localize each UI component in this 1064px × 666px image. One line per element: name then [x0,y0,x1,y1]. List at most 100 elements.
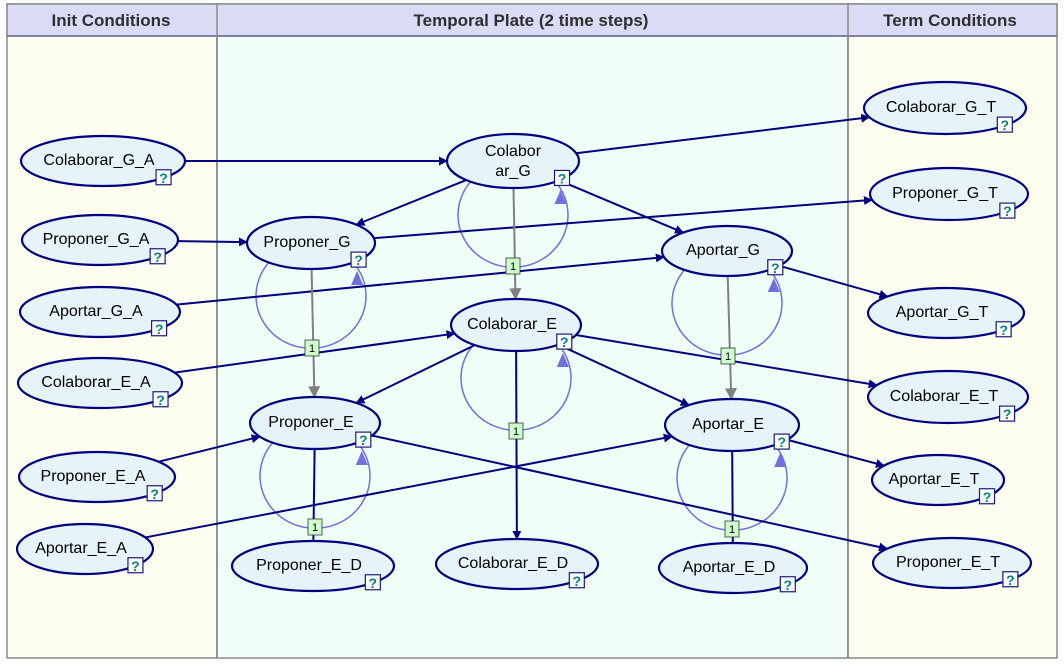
arc-proponer-g-to-proponer-e[interactable] [308,268,321,399]
node-ellipse [868,166,1030,222]
node-ellipse [871,536,1033,590]
node-colaborar-e-a[interactable]: Colaborar_E_A? [16,356,184,410]
node-proponer-e-t[interactable]: Proponer_E_T? [871,536,1033,590]
node-status-icon[interactable]: ? [350,251,367,268]
node-proponer-e-d[interactable]: Proponer_E_D? [230,539,396,593]
node-label: Aportar_E [692,416,764,433]
node-colaborar-g-t[interactable]: Colaborar_G_T? [862,80,1028,136]
question-mark-icon: ? [369,575,378,591]
node-status-icon[interactable]: ? [773,433,790,450]
arc-colaborar-g-to-proponer-g[interactable] [355,179,467,226]
node-proponer-e[interactable]: Proponer_E? [248,395,382,451]
node-proponer-g[interactable]: Proponer_G? [245,215,377,271]
node-ellipse [245,215,377,271]
node-aportar-e[interactable]: Aportar_E? [663,397,801,453]
node-proponer-g-a[interactable]: Proponer_G_A? [20,213,180,267]
node-aportar-e-d[interactable]: Aportar_E_D? [657,541,809,595]
arc-aportar-g-to-aportar-g-t[interactable] [779,264,889,299]
node-aportar-e-a[interactable]: Aportar_E_A? [15,522,155,576]
node-status-icon[interactable]: ? [995,321,1012,338]
node-aportar-g-a[interactable]: Aportar_G_A? [18,285,182,339]
node-status-icon[interactable]: ? [978,488,996,505]
node-status-icon[interactable]: ? [999,202,1016,219]
node-status-icon[interactable]: ? [996,116,1013,133]
arc-aportar-g-a-to-aportar-g[interactable] [176,253,665,306]
lag-text: 1 [729,524,735,536]
node-label: Aportar_E_A [35,540,127,557]
node-status-icon[interactable]: ? [779,576,796,593]
node-label: Aportar_G_T [896,304,989,321]
arc-colaborar-g-to-aportar-g[interactable] [558,179,684,234]
node-ellipse [870,453,1006,507]
node-label: Aportar_G [686,242,760,259]
question-mark-icon: ? [983,489,992,505]
node-status-icon[interactable]: ? [152,391,169,408]
node-ellipse [248,395,382,451]
temporal-plate-header: Temporal Plate (2 time steps) [414,11,649,30]
node-label: Colaborar_E_A [41,374,151,391]
self-loop-arrowhead [355,451,368,465]
term-conditions-header: Term Conditions [883,11,1017,30]
node-label: Proponer_E_T [896,554,1000,571]
question-mark-icon: ? [354,252,363,268]
question-mark-icon: ? [1003,406,1012,422]
question-mark-icon: ? [777,434,786,450]
node-aportar-g-t[interactable]: Aportar_G_T? [866,286,1026,340]
node-status-icon[interactable]: ? [998,405,1016,422]
node-status-icon[interactable]: ? [127,557,144,574]
node-status-icon[interactable]: ? [364,574,381,591]
arc-aportar-g-to-aportar-e[interactable] [724,275,737,401]
node-proponer-e-a[interactable]: Proponer_E_A? [17,450,177,504]
question-mark-icon: ? [153,249,162,265]
arc-colaborar-e-to-colaborar-e-d[interactable] [512,350,522,540]
node-status-icon[interactable]: ? [151,320,168,337]
lag-text: 1 [510,261,516,273]
arc-proponer-g-a-to-proponer-g[interactable] [177,237,248,247]
lag-text: 1 [309,343,315,355]
question-mark-icon: ? [999,322,1008,338]
node-aportar-g[interactable]: Aportar_G? [660,224,794,278]
node-status-icon[interactable]: ? [155,169,172,186]
arc-aportar-e-to-aportar-e-t[interactable] [786,438,885,468]
arc-colaborar-g-to-colaborar-g-t[interactable] [576,113,871,155]
node-status-icon[interactable]: ? [553,169,571,186]
node-status-icon[interactable]: ? [355,431,372,448]
lag-label-colaborar-g: 1 [505,257,521,275]
node-status-icon[interactable]: ? [568,572,585,589]
init-conditions-header: Init Conditions [52,11,171,30]
arc-colaborar-g-to-colaborar-e[interactable] [509,187,522,301]
arc-proponer-g-to-proponer-g-t[interactable] [373,196,873,240]
node-colaborar-g-a[interactable]: Colaborar_G_A? [19,134,187,188]
question-mark-icon: ? [159,170,168,186]
self-loop-arrowhead [556,353,569,367]
node-label: Colaborar_E_D [458,555,568,572]
node-ellipse [230,539,396,593]
lag-text: 1 [725,351,731,363]
question-mark-icon: ? [771,260,780,276]
node-ellipse [18,285,182,339]
arc-colaborar-e-to-proponer-e[interactable] [355,344,476,404]
node-status-icon[interactable]: ? [767,259,784,276]
arc-aportar-e-a-to-aportar-e[interactable] [145,433,673,539]
node-colaborar-e[interactable]: Colaborar_E? [449,297,583,353]
node-colaborar-e-d[interactable]: Colaborar_E_D? [434,537,600,591]
node-colaborar-e-t[interactable]: Colaborar_E_T? [866,369,1030,425]
node-label: Colaborar_G_A [43,152,155,169]
node-aportar-e-t[interactable]: Aportar_E_T? [870,453,1006,507]
node-label: Proponer_G [263,234,350,251]
node-status-icon[interactable]: ? [1002,571,1019,588]
arc-proponer-e-to-proponer-e-t[interactable] [371,434,888,552]
question-mark-icon: ? [156,392,165,408]
node-status-icon[interactable]: ? [146,485,163,502]
arc-proponer-e-a-to-proponer-e[interactable] [158,434,261,463]
lag-label-aportar-e: 1 [724,520,740,538]
node-status-icon[interactable]: ? [149,248,166,265]
node-ellipse [866,286,1026,340]
arc-colaborar-e-to-aportar-e[interactable] [558,343,690,406]
node-proponer-g-t[interactable]: Proponer_G_T? [868,166,1030,222]
node-ellipse [15,522,155,576]
lag-text: 1 [312,522,318,534]
node-status-icon[interactable]: ? [556,333,573,350]
